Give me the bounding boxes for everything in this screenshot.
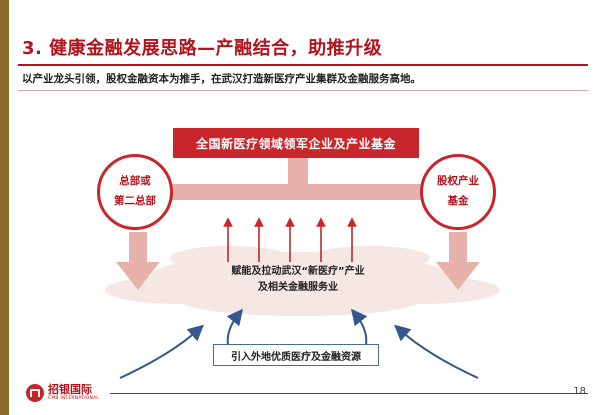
headquarters-label-line1: 总部或 — [119, 175, 151, 188]
headquarters-circle: 总部或 第二总部 — [97, 154, 173, 230]
subtitle-divider — [18, 90, 588, 91]
logo-mark-icon — [26, 384, 44, 402]
equity-fund-circle: 股权产业 基金 — [420, 154, 496, 230]
footer-divider — [110, 393, 588, 394]
logo-chinese-name: 招银国际 — [48, 383, 92, 396]
external-resources-box: 引入外地优质医疗及金融资源 — [213, 344, 379, 366]
logo-english-name: CMB INTERNATIONAL — [48, 396, 100, 401]
page-title: 3. 健康金融发展思路—产融结合，助推升级 — [22, 38, 383, 59]
equity-fund-label-line2: 基金 — [447, 195, 469, 207]
company-logo: 招银国际 CMB INTERNATIONAL — [26, 384, 99, 402]
title-divider — [18, 64, 588, 66]
connector-bar — [136, 158, 456, 200]
empowerment-text: 赋能及拉动武汉“新医疗”产业 及相关金融服务业 — [208, 264, 388, 296]
equity-fund-label-line1: 股权产业 — [437, 175, 479, 188]
empowerment-line1: 赋能及拉动武汉“新医疗”产业 — [231, 266, 365, 277]
right-down-arrow — [436, 232, 480, 290]
empowerment-line2: 及相关金融服务业 — [258, 282, 338, 293]
headquarters-label-line2: 第二总部 — [114, 195, 156, 207]
leading-enterprises-box: 全国新医疗领域领军企业及产业基金 — [173, 128, 419, 158]
inflow-curves — [119, 308, 479, 379]
left-accent-bar — [0, 0, 9, 415]
page-subtitle: 以产业龙头引领，股权金融资本为推手，在武汉打造新医疗产业集群及金融服务高地。 — [22, 73, 421, 85]
upward-arrows — [223, 217, 357, 262]
left-down-arrow — [116, 232, 160, 290]
page-number: 18 — [573, 386, 586, 397]
cloud-background — [105, 246, 500, 316]
